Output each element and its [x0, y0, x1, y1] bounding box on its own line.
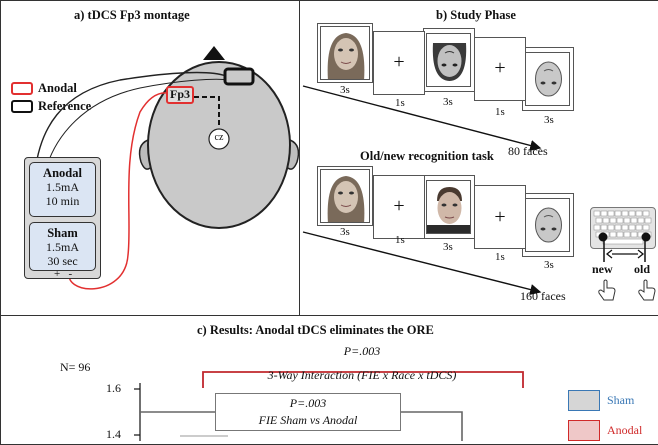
study-face-inverted-2 — [525, 52, 570, 106]
y-tick-1-4: 1.4 — [106, 427, 121, 441]
response-new-label: new — [592, 262, 613, 276]
device-anodal-box: Anodal 1.5mA 10 min — [29, 162, 96, 217]
reference-electrode — [223, 67, 255, 86]
legend-anodal-swatch — [11, 82, 33, 95]
legend-anodal-result-swatch — [568, 420, 600, 441]
sample-size-label: N= 96 — [60, 360, 91, 374]
study-face-count: 80 faces — [508, 144, 548, 158]
legend-sham-swatch — [568, 390, 600, 411]
device-sham-duration: 30 sec — [47, 254, 78, 268]
results-title: c) Results: Anodal tDCS eliminates the O… — [197, 323, 434, 337]
test-duration-4: 1s — [495, 251, 505, 263]
reference-wire — [34, 71, 227, 173]
study-card-2 — [373, 31, 425, 95]
study-phase-title: b) Study Phase — [436, 8, 516, 22]
fie-box — [215, 393, 401, 431]
study-fixation-2: + — [494, 57, 506, 79]
device-anodal-duration: 10 min — [45, 194, 80, 208]
legend-sham-label: Sham — [607, 393, 635, 407]
study-duration-5: 3s — [544, 114, 554, 126]
study-duration-3: 3s — [443, 96, 453, 108]
test-duration-1: 3s — [340, 226, 350, 238]
cz-marker — [208, 128, 230, 150]
test-duration-2: 1s — [395, 234, 405, 246]
test-card-2 — [373, 175, 425, 239]
study-fixation-1: + — [393, 51, 405, 73]
device-anodal-title: Anodal — [43, 166, 82, 180]
test-card-4 — [474, 185, 526, 249]
device-sham-current: 1.5mA — [46, 240, 79, 254]
test-face-count: 160 faces — [520, 289, 566, 303]
test-duration-3: 3s — [443, 241, 453, 253]
response-old-label: old — [634, 262, 651, 276]
cz-label: cz — [214, 132, 224, 143]
hand-pointer-icon-2 — [638, 279, 656, 301]
study-face-inverted-1 — [426, 33, 471, 87]
recognition-task-title: Old/new recognition task — [360, 149, 494, 163]
study-duration-1: 3s — [340, 84, 350, 96]
study-duration-2: 1s — [395, 97, 405, 109]
test-face-upright — [320, 169, 370, 223]
test-fixation-2: + — [494, 206, 506, 228]
device-sham-box: Sham 1.5mA 30 sec — [29, 222, 96, 271]
device-sham-title: Sham — [47, 226, 78, 240]
fp3-electrode: Fp3 — [166, 86, 194, 104]
interaction-p-value: P=.003 — [343, 344, 381, 358]
study-face-upright — [320, 26, 370, 80]
study-duration-4: 1s — [495, 106, 505, 118]
device-terminals: + - — [54, 268, 73, 280]
study-card-4 — [474, 37, 526, 101]
y-tick-1-6: 1.6 — [106, 381, 121, 395]
keyboard-icon — [590, 207, 656, 249]
panel-a-title: a) tDCS Fp3 montage — [74, 8, 190, 22]
test-fixation-1: + — [393, 195, 405, 217]
fie-p-value: P=.003 — [289, 396, 327, 410]
reference-wire-2 — [44, 78, 231, 173]
hand-pointer-icon — [598, 279, 616, 301]
legend-reference-swatch — [11, 100, 33, 113]
legend-anodal-label: Anodal — [38, 81, 77, 95]
fp3-cz-dashed-line — [194, 96, 220, 128]
nose — [203, 46, 225, 60]
anodal-wire — [68, 92, 169, 290]
interaction-label: 3-Way Interaction (FIE x Race x tDCS) — [267, 368, 457, 382]
legend-anodal-result-label: Anodal — [607, 423, 643, 437]
fie-label: FIE Sham vs Anodal — [258, 413, 358, 427]
interaction-bracket — [202, 371, 524, 388]
test-face-inverted — [525, 198, 570, 252]
device-anodal-current: 1.5mA — [46, 180, 79, 194]
test-face-male — [426, 180, 471, 234]
test-duration-5: 3s — [544, 259, 554, 271]
